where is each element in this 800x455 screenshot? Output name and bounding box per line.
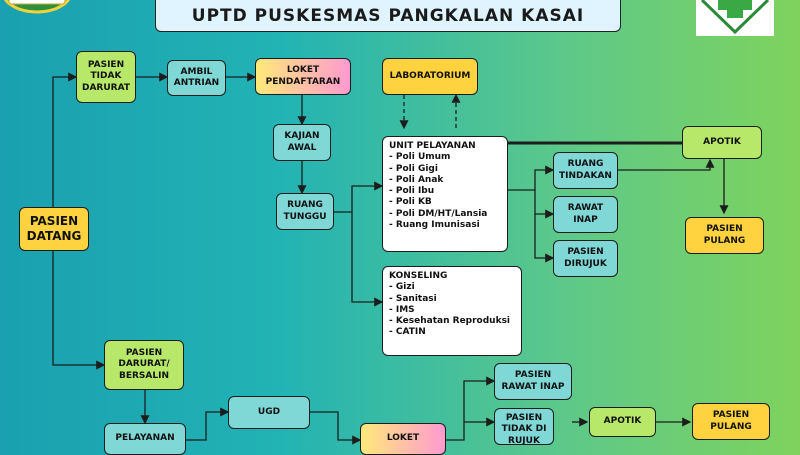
health-cross-icon bbox=[696, 0, 774, 36]
list-item: - Gizi bbox=[389, 282, 415, 293]
list-item: - CATIN bbox=[389, 327, 426, 338]
flowchart-canvas: UPTD PUSKESMAS PANGKALAN KASAI PASIEN DA… bbox=[0, 0, 774, 455]
ugd-node: UGD bbox=[228, 396, 310, 429]
list-item: - Kesehatan Reproduksi bbox=[389, 316, 511, 326]
list-item: - Sanitasi bbox=[389, 293, 437, 304]
pasien-darurat-bersalin-node: PASIEN DARURAT/ BERSALIN bbox=[104, 340, 184, 390]
list-item: - Poli Gigi bbox=[389, 163, 438, 174]
apotik-bottom-node: APOTIK bbox=[589, 407, 656, 437]
pasien-pulang-bottom-node: PASIEN PULANG bbox=[692, 403, 770, 440]
konseling-box: KONSELING - Gizi - Sanitasi - IMS - Kese… bbox=[382, 266, 522, 356]
pasien-rawat-inap-node: PASIEN RAWAT INAP bbox=[494, 363, 572, 400]
pelayanan-node: PELAYANAN bbox=[104, 423, 186, 455]
pasien-tidak-dirujuk-node: PASIEN TIDAK DI RUJUK bbox=[494, 408, 554, 445]
list-item: - Poli Umum bbox=[389, 152, 451, 163]
konseling-heading: KONSELING bbox=[389, 271, 448, 281]
line-datang-to-darurat bbox=[52, 250, 106, 370]
pasien-dirujuk-node: PASIEN DIRUJUK bbox=[553, 240, 618, 277]
pasien-datang-node: PASIEN DATANG bbox=[19, 207, 89, 251]
ambil-antrian-node: AMBIL ANTRIAN bbox=[167, 60, 226, 96]
list-item: - IMS bbox=[389, 304, 415, 315]
connector-lines bbox=[52, 72, 729, 445]
unit-pelayanan-heading: UNIT PELAYANAN bbox=[389, 141, 476, 151]
rawat-inap-node: RAWAT INAP bbox=[553, 196, 618, 233]
list-item: - Poli DM/HT/Lansia bbox=[389, 208, 488, 219]
line-datang-to-tidak-darurat bbox=[52, 72, 78, 207]
ruang-tunggu-node: RUANG TUNGGU bbox=[276, 193, 334, 230]
laboratorium-node: LABORATORIUM bbox=[382, 58, 478, 95]
pasien-tidak-darurat-node: PASIEN TIDAK DARURAT bbox=[76, 51, 136, 103]
list-item: - Poli KB bbox=[389, 197, 432, 208]
list-item: - Poli Ibu bbox=[389, 186, 435, 196]
pasien-pulang-node: PASIEN PULANG bbox=[685, 217, 764, 254]
list-item: - Poli Anak bbox=[389, 174, 444, 185]
page-title: UPTD PUSKESMAS PANGKALAN KASAI bbox=[155, 0, 621, 32]
ruang-tindakan-node: RUANG TINDAKAN bbox=[553, 152, 618, 189]
regency-emblem-icon bbox=[0, 0, 82, 26]
kajian-awal-node: KAJIAN AWAL bbox=[273, 124, 331, 161]
apotik-node: APOTIK bbox=[682, 126, 762, 159]
list-item: - Ruang Imunisasi bbox=[389, 219, 480, 230]
unit-pelayanan-box: UNIT PELAYANAN - Poli Umum - Poli Gigi -… bbox=[382, 136, 508, 252]
loket-bottom-node: LOKET bbox=[360, 423, 446, 455]
loket-pendaftaran-node: LOKET PENDAFTARAN bbox=[255, 58, 351, 95]
